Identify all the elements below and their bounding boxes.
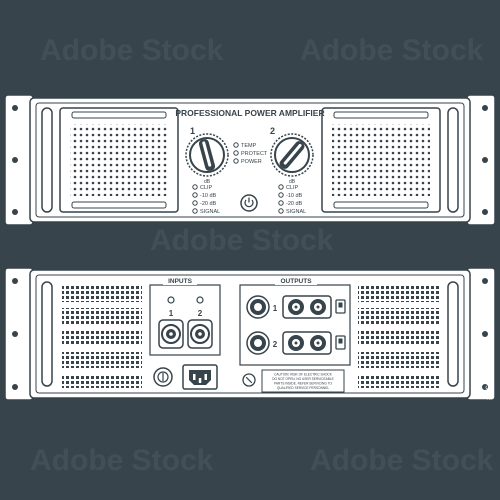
rack-ear-right [466, 94, 496, 226]
svg-text:Adobe Stock: Adobe Stock [30, 444, 214, 477]
rack-screw [482, 209, 488, 215]
gain-knob-1[interactable] [185, 133, 229, 177]
back-handle-right [447, 281, 459, 387]
output-1-label: 1 [273, 304, 278, 313]
input-2-label: 2 [198, 309, 203, 318]
input-screw [167, 296, 175, 304]
rack-screw [12, 105, 18, 111]
svg-text:Adobe Stock: Adobe Stock [40, 34, 224, 67]
front-handle-left [41, 107, 53, 213]
input-1-xlr-jack[interactable] [158, 319, 184, 349]
power-inlet[interactable] [182, 364, 218, 390]
vent-left [62, 286, 142, 388]
watermark-id: #861978409 [484, 350, 494, 400]
back-bezel [35, 274, 465, 394]
svg-text:-20 dB: -20 dB [200, 201, 217, 207]
grill-perforation [70, 124, 168, 196]
front-panel: PROFESSIONAL POWER AMPLIFIER 1 2 dB dB T… [4, 94, 496, 226]
back-handle-left [41, 281, 53, 387]
rack-screw [12, 278, 18, 284]
vent-right [358, 286, 440, 388]
rack-screw [12, 209, 18, 215]
input-2-xlr-jack[interactable] [187, 319, 213, 349]
grill-slot [333, 111, 429, 119]
led-protect-label: PROTECT [241, 151, 268, 157]
signal-leds-2: CLIP -10 dB -20 dB SIGNAL [278, 184, 306, 215]
rack-ear-left [4, 267, 34, 401]
svg-text:Adobe Stock: Adobe Stock [300, 34, 484, 67]
rack-screw [12, 384, 18, 390]
rack-screw [482, 384, 488, 390]
knob-2-db: dB [289, 179, 296, 185]
led-indicator [233, 150, 239, 156]
svg-text:DO NOT OPEN. NO USER SERVICEAB: DO NOT OPEN. NO USER SERVICEABLE [272, 377, 334, 381]
front-bezel [35, 102, 465, 218]
binding-posts-2[interactable] [282, 331, 332, 355]
svg-text:Adobe Stock: Adobe Stock [310, 444, 494, 477]
svg-text:CAUTION: RISK OF ELECTRIC SHOC: CAUTION: RISK OF ELECTRIC SHOCK [274, 373, 333, 377]
input-1-label: 1 [169, 309, 174, 318]
rack-screw [482, 157, 488, 163]
output-1-switch[interactable] [335, 299, 346, 314]
grill-slot [71, 201, 167, 209]
status-leds: TEMP PROTECT POWER [233, 142, 268, 165]
led-indicator [233, 158, 239, 164]
back-panel: INPUTS INPUTS 1 2 OUTPUTS 1 [4, 267, 496, 401]
outputs-label: OUTPUTS [280, 278, 312, 285]
output-2-label: 2 [273, 340, 278, 349]
rack-screw [12, 157, 18, 163]
channel-2-label: 2 [270, 126, 275, 136]
svg-text:PARTS INSIDE. REFER SERVICING: PARTS INSIDE. REFER SERVICING TO [274, 382, 332, 386]
front-handle-right [447, 107, 459, 213]
signal-leds-1: CLIP -10 dB -20 dB SIGNAL [192, 184, 220, 215]
svg-text:INPUTS: INPUTS [168, 278, 193, 285]
power-button[interactable] [240, 194, 258, 212]
svg-text:QUALIFIED SERVICE PERSONNEL: QUALIFIED SERVICE PERSONNEL [277, 386, 329, 390]
svg-text:-10 dB: -10 dB [200, 193, 217, 199]
grill-slot [71, 111, 167, 119]
watermark: Adobe Stock Adobe Stock Adobe Stock Adob… [30, 34, 494, 477]
binding-posts-1[interactable] [282, 295, 332, 319]
led-indicator [233, 142, 239, 148]
fuse-holder[interactable] [153, 367, 173, 387]
output-2-switch[interactable] [335, 335, 346, 350]
input-screw [196, 296, 204, 304]
svg-text:-10 dB: -10 dB [286, 193, 303, 199]
svg-text:SIGNAL: SIGNAL [200, 209, 220, 215]
rack-screw [12, 331, 18, 337]
ground-screw [242, 373, 256, 387]
grill-perforation [332, 124, 430, 196]
svg-text:-20 dB: -20 dB [286, 201, 303, 207]
output-2-speakon-jack[interactable] [246, 331, 270, 355]
rack-screw [482, 278, 488, 284]
rack-ear-left [4, 94, 34, 226]
front-title: PROFESSIONAL POWER AMPLIFIER [175, 108, 324, 118]
gain-knob-2[interactable] [270, 133, 314, 177]
svg-text:Adobe Stock: Adobe Stock [150, 224, 334, 257]
warning-label: CAUTION: RISK OF ELECTRIC SHOCK DO NOT O… [261, 369, 345, 393]
svg-text:SIGNAL: SIGNAL [286, 209, 306, 215]
svg-text:CLIP: CLIP [200, 185, 213, 191]
power-icon [244, 197, 254, 208]
output-1-speakon-jack[interactable] [246, 295, 270, 319]
svg-text:CLIP: CLIP [286, 185, 299, 191]
rack-screw [482, 105, 488, 111]
led-temp-label: TEMP [241, 143, 257, 149]
grill-slot [333, 201, 429, 209]
channel-1-label: 1 [190, 126, 195, 136]
led-power-label: POWER [241, 159, 262, 165]
knob-1-db: dB [204, 179, 211, 185]
rack-screw [482, 331, 488, 337]
